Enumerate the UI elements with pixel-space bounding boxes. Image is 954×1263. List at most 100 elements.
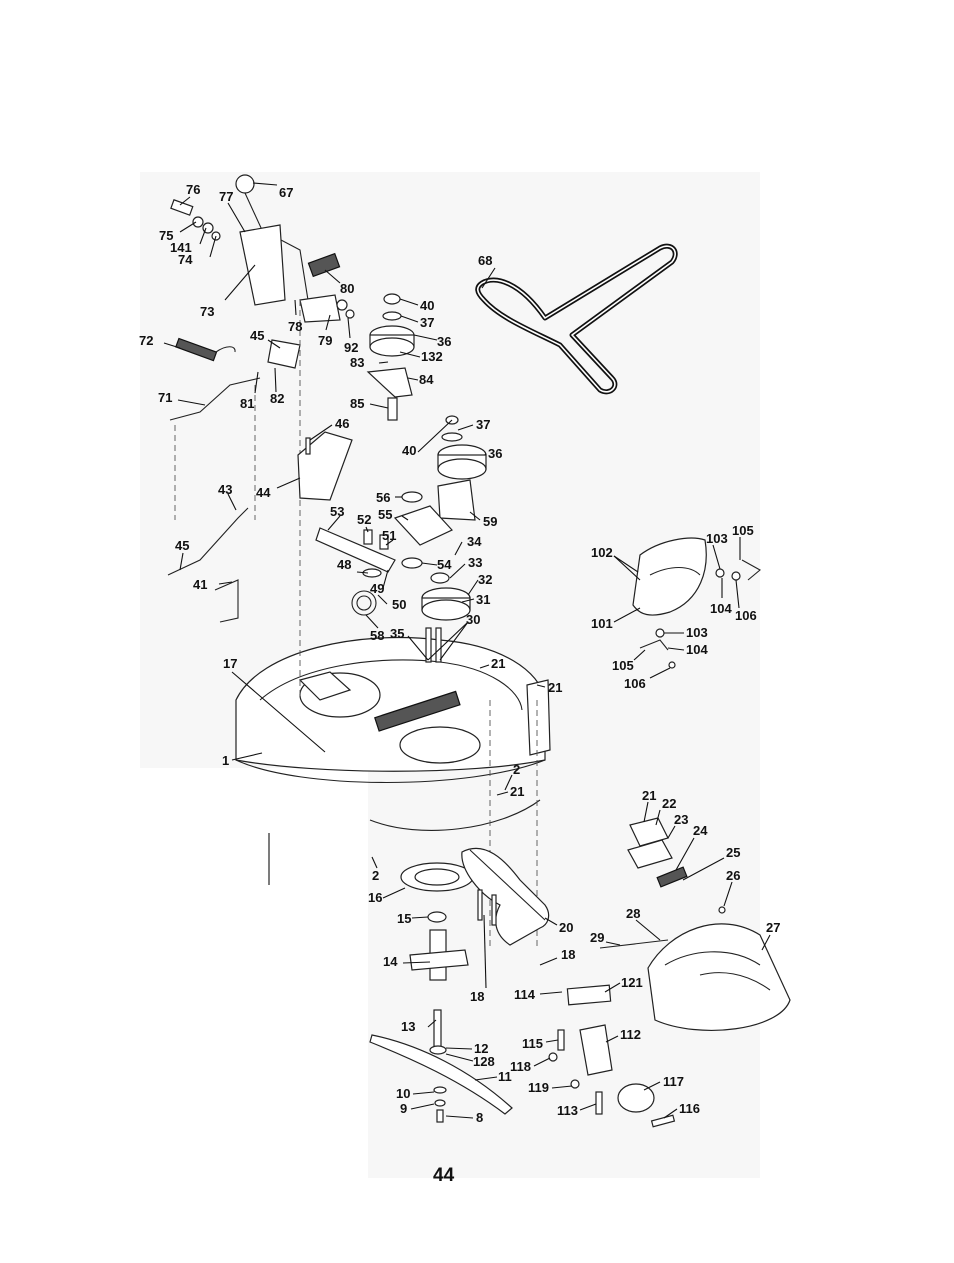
callout-label: 85 xyxy=(350,396,364,411)
callout-label: 119 xyxy=(528,1080,549,1095)
callout-label: 33 xyxy=(468,555,482,570)
callout-label: 21 xyxy=(510,784,524,799)
callout-label: 31 xyxy=(476,592,490,607)
callout-label: 44 xyxy=(256,485,271,500)
callout-label: 50 xyxy=(392,597,406,612)
callout-label: 14 xyxy=(383,954,398,969)
callout-label: 105 xyxy=(612,658,634,673)
callout-label: 104 xyxy=(710,601,732,616)
callout-label: 92 xyxy=(344,340,358,355)
callout-label: 23 xyxy=(674,812,688,827)
callout-label: 77 xyxy=(219,189,233,204)
callout-label: 106 xyxy=(735,608,757,623)
callout-label: 73 xyxy=(200,304,214,319)
callout-label: 45 xyxy=(175,538,189,553)
callout-label: 2 xyxy=(372,868,379,883)
callout-label: 10 xyxy=(396,1086,410,1101)
center-pulley-assembly xyxy=(297,415,487,663)
callout-label: 112 xyxy=(620,1027,641,1042)
callout-label: 141 xyxy=(170,240,192,255)
callout-label: 8 xyxy=(476,1110,483,1125)
callout-label: 2 xyxy=(513,762,520,777)
callout-label: 58 xyxy=(370,628,384,643)
callout-label: 1 xyxy=(222,753,229,768)
callout-label: 104 xyxy=(686,642,708,657)
lower-brackets xyxy=(548,984,676,1128)
callout-label: 21 xyxy=(548,680,562,695)
callout-label: 32 xyxy=(478,572,492,587)
callout-label: 13 xyxy=(401,1019,415,1034)
callout-label: 41 xyxy=(193,577,207,592)
callout-label: 81 xyxy=(240,396,254,411)
callout-label: 80 xyxy=(340,281,354,296)
callout-label: 18 xyxy=(470,989,484,1004)
callout-label: 21 xyxy=(491,656,505,671)
chute-deflector-parts xyxy=(632,537,761,669)
callout-label: 83 xyxy=(350,355,364,370)
callout-label: 121 xyxy=(621,975,643,990)
callout-label: 128 xyxy=(473,1054,495,1069)
deck-hanger-bracket xyxy=(489,679,551,950)
callout-label: 15 xyxy=(397,911,411,926)
callout-label: 37 xyxy=(476,417,490,432)
callout-label: 102 xyxy=(591,545,613,560)
callout-label: 46 xyxy=(335,416,349,431)
callout-label: 105 xyxy=(732,523,754,538)
callout-label: 20 xyxy=(559,920,573,935)
callout-label: 79 xyxy=(318,333,332,348)
callout-label: 74 xyxy=(178,252,193,267)
callout-label: 78 xyxy=(288,319,302,334)
callout-label: 72 xyxy=(139,333,153,348)
callout-label: 49 xyxy=(370,581,384,596)
callout-label: 21 xyxy=(642,788,656,803)
callout-label: 67 xyxy=(279,185,293,200)
callout-label: 52 xyxy=(357,512,371,527)
callout-label: 37 xyxy=(420,315,434,330)
belt-guard xyxy=(461,847,550,946)
spindle-and-blade-assembly xyxy=(369,862,513,1123)
leader-lines xyxy=(163,182,771,1119)
callout-label: 115 xyxy=(522,1036,543,1051)
callout-label: 75 xyxy=(159,228,173,243)
callout-label: 17 xyxy=(223,656,237,671)
callout-label: 11 xyxy=(498,1069,512,1084)
callout-label: 43 xyxy=(218,482,232,497)
callout-label: 24 xyxy=(693,823,708,838)
callout-label: 106 xyxy=(624,676,646,691)
callout-label: 25 xyxy=(726,845,740,860)
callout-label: 113 xyxy=(557,1103,578,1118)
idler-pulley-upper xyxy=(366,293,415,421)
callout-label: 22 xyxy=(662,796,676,811)
callout-label: 35 xyxy=(390,626,404,641)
callout-label: 29 xyxy=(590,930,604,945)
callout-label: 18 xyxy=(561,947,575,962)
callout-label: 26 xyxy=(726,868,740,883)
callout-label: 103 xyxy=(686,625,708,640)
callout-label: 45 xyxy=(250,328,264,343)
callout-label: 116 xyxy=(679,1101,700,1116)
callout-label: 84 xyxy=(419,372,434,387)
callout-labels: 76 77 67 75 141 74 73 80 68 40 37 36 78 … xyxy=(139,182,780,1125)
callout-label: 54 xyxy=(437,557,452,572)
discharge-chute xyxy=(647,923,791,1031)
page-number: 44 xyxy=(433,1165,455,1186)
callout-label: 36 xyxy=(437,334,451,349)
callout-label: 9 xyxy=(400,1101,407,1116)
callout-label: 40 xyxy=(420,298,434,313)
callout-label: 114 xyxy=(514,987,536,1002)
callout-label: 68 xyxy=(478,253,492,268)
callout-label: 34 xyxy=(467,534,482,549)
callout-label: 30 xyxy=(466,612,480,627)
callout-label: 71 xyxy=(158,390,172,405)
callout-label: 36 xyxy=(488,446,502,461)
callout-label: 101 xyxy=(591,616,613,631)
callout-label: 16 xyxy=(368,890,382,905)
callout-label: 82 xyxy=(270,391,284,406)
callout-label: 103 xyxy=(706,531,728,546)
callout-label: 12 xyxy=(474,1041,488,1056)
callout-label: 40 xyxy=(402,443,416,458)
callout-label: 55 xyxy=(378,507,392,522)
callout-label: 59 xyxy=(483,514,497,529)
drive-belt xyxy=(475,243,678,395)
